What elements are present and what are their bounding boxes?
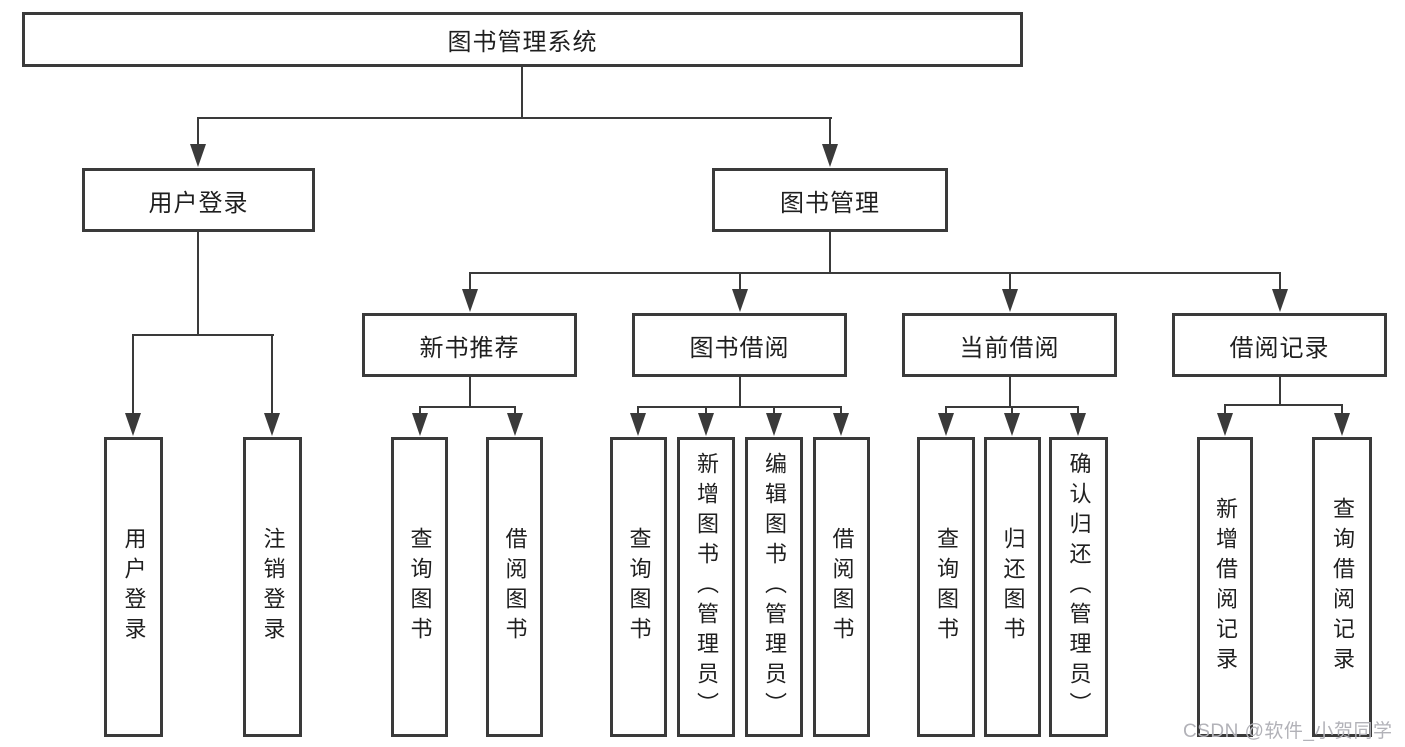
connector-line: [197, 232, 199, 335]
leaf-search-borrow-record: 查询借阅记录: [1312, 437, 1372, 737]
arrow-down-icon: [1272, 289, 1288, 312]
leaf-logout-label: 注销登录: [260, 527, 286, 647]
connector-line: [132, 334, 134, 415]
leaf-search-book-recommend-label: 查询图书: [407, 527, 433, 647]
connector-line: [132, 334, 274, 336]
leaf-search-book: 查询图书: [610, 437, 667, 737]
arrow-down-icon: [412, 413, 428, 436]
connector-line: [705, 406, 707, 415]
arrow-down-icon: [264, 413, 280, 436]
connector-line: [945, 406, 947, 415]
connector-line: [637, 406, 639, 415]
connector-line: [1224, 404, 1343, 406]
connector-line: [840, 406, 842, 415]
arrow-down-icon: [938, 413, 954, 436]
connector-line: [1077, 406, 1079, 415]
node-current-borrow: 当前借阅: [902, 313, 1117, 377]
node-current-borrow-label: 当前借阅: [959, 334, 1060, 362]
leaf-edit-book-admin-label: 编辑图书（管理员）: [762, 452, 787, 722]
node-book-borrow: 图书借阅: [632, 313, 847, 377]
arrow-down-icon: [1002, 289, 1018, 312]
leaf-search-book-recommend: 查询图书: [391, 437, 448, 737]
arrow-down-icon: [1070, 413, 1086, 436]
node-book-management-label: 图书管理: [780, 189, 880, 217]
leaf-search-book-label: 查询图书: [626, 527, 652, 647]
leaf-add-book-admin: 新增图书（管理员）: [677, 437, 735, 737]
connector-line: [469, 377, 471, 408]
leaf-add-borrow-record: 新增借阅记录: [1197, 437, 1253, 737]
connector-line: [419, 406, 421, 415]
connector-line: [271, 334, 273, 415]
leaf-confirm-return-admin-label: 确认归还（管理员）: [1066, 452, 1092, 722]
arrow-down-icon: [507, 413, 523, 436]
arrow-down-icon: [630, 413, 646, 436]
node-new-book-recommend-label: 新书推荐: [419, 334, 520, 362]
node-borrow-records: 借阅记录: [1172, 313, 1387, 377]
connector-line: [637, 406, 842, 408]
connector-line: [1011, 406, 1013, 415]
leaf-search-book-current-label: 查询图书: [934, 527, 959, 647]
arrow-down-icon: [732, 289, 748, 312]
node-book-management: 图书管理: [712, 168, 948, 232]
arrow-down-icon: [766, 413, 782, 436]
leaf-borrow-book-label: 借阅图书: [829, 527, 855, 647]
leaf-add-book-admin-label: 新增图书（管理员）: [694, 452, 719, 722]
arrow-down-icon: [125, 413, 141, 436]
connector-line: [739, 377, 741, 408]
connector-line: [829, 117, 831, 150]
leaf-search-book-current: 查询图书: [917, 437, 975, 737]
leaf-return-book-label: 归还图书: [1000, 527, 1026, 647]
arrow-down-icon: [1004, 413, 1020, 436]
leaf-logout: 注销登录: [243, 437, 302, 737]
connector-line: [469, 272, 1281, 274]
node-root: 图书管理系统: [22, 12, 1023, 67]
arrow-down-icon: [1217, 413, 1233, 436]
connector-line: [521, 67, 523, 118]
leaf-borrow-book-recommend: 借阅图书: [486, 437, 543, 737]
leaf-return-book: 归还图书: [984, 437, 1041, 737]
leaf-add-borrow-record-label: 新增借阅记录: [1213, 497, 1238, 677]
connector-line: [739, 272, 741, 292]
leaf-borrow-book: 借阅图书: [813, 437, 870, 737]
node-root-label: 图书管理系统: [447, 29, 598, 56]
connector-line: [1279, 272, 1281, 292]
leaf-confirm-return-admin: 确认归还（管理员）: [1049, 437, 1108, 737]
connector-line: [1341, 404, 1343, 415]
arrow-down-icon: [822, 144, 838, 167]
arrow-down-icon: [698, 413, 714, 436]
node-new-book-recommend: 新书推荐: [362, 313, 577, 377]
arrow-down-icon: [833, 413, 849, 436]
connector-line: [1009, 377, 1011, 408]
leaf-edit-book-admin: 编辑图书（管理员）: [745, 437, 803, 737]
leaf-search-borrow-record-label: 查询借阅记录: [1330, 497, 1355, 677]
node-user-login-label: 用户登录: [148, 189, 249, 217]
connector-line: [197, 117, 199, 150]
leaf-user-login: 用户登录: [104, 437, 163, 737]
connector-line: [419, 406, 516, 408]
connector-line: [1009, 272, 1011, 292]
node-user-login: 用户登录: [82, 168, 315, 232]
arrow-down-icon: [462, 289, 478, 312]
connector-line: [197, 117, 832, 119]
arrow-down-icon: [190, 144, 206, 167]
csdn-watermark: CSDN @软件_小贺同学: [1183, 721, 1393, 742]
node-book-borrow-label: 图书借阅: [689, 334, 790, 362]
connector-line: [773, 406, 775, 415]
connector-line: [469, 272, 471, 292]
connector-line: [1279, 377, 1281, 406]
arrow-down-icon: [1334, 413, 1350, 436]
node-borrow-records-label: 借阅记录: [1229, 334, 1330, 362]
connector-line: [829, 232, 831, 273]
leaf-borrow-book-recommend-label: 借阅图书: [502, 527, 528, 647]
connector-line: [514, 406, 516, 415]
connector-line: [1224, 404, 1226, 415]
leaf-user-login-label: 用户登录: [121, 527, 147, 647]
